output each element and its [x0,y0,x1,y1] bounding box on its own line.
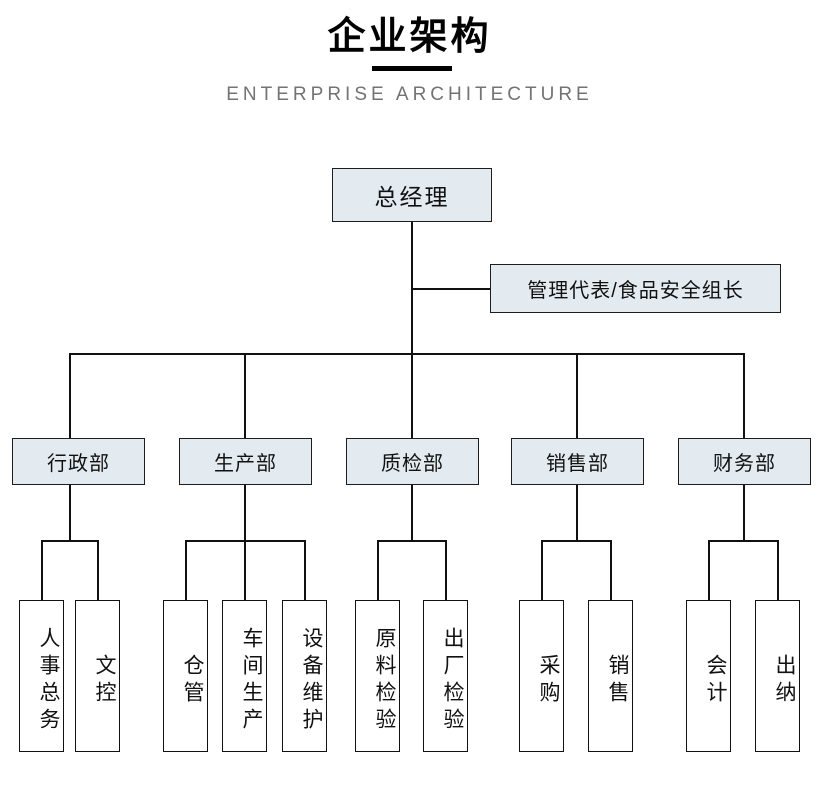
connector-quality-drop-2 [445,540,447,601]
org-node-unit-hr-affairs[interactable]: 人事总务 [19,600,64,752]
org-node-department-production[interactable]: 生产部 [179,438,312,485]
connector-department-bus [70,353,745,355]
title-underline-rule [372,66,452,71]
page-header: 企业架构 ENTERPRISE ARCHITECTURE [0,0,819,130]
connector-production-stem [244,485,246,540]
connector-finance-drop-2 [777,540,779,601]
connector-finance-bus [708,540,778,542]
connector-sales-bus [541,540,611,542]
connector-drop-admin [69,353,71,438]
connector-quality-drop-1 [377,540,379,601]
org-node-unit-purchasing[interactable]: 采购 [519,600,564,752]
connector-quality-stem [411,485,413,540]
org-node-unit-final-inspection[interactable]: 出厂检验 [423,600,468,752]
org-node-department-admin[interactable]: 行政部 [12,438,145,485]
connector-drop-quality [411,353,413,438]
org-node-unit-raw-inspection[interactable]: 原料检验 [355,600,400,752]
connector-admin-bus [41,540,98,542]
org-node-unit-workshop[interactable]: 车间生产 [222,600,267,752]
connector-drop-finance [743,353,745,438]
org-node-department-sales[interactable]: 销售部 [511,438,644,485]
org-node-department-quality[interactable]: 质检部 [346,438,479,485]
org-node-unit-doc-control[interactable]: 文控 [75,600,120,752]
org-node-management-representative[interactable]: 管理代表/食品安全组长 [490,264,781,313]
org-node-general-manager[interactable]: 总经理 [332,168,492,222]
connector-admin-drop-1 [41,540,43,601]
connector-finance-drop-1 [708,540,710,601]
connector-finance-stem [743,485,745,540]
connector-production-drop-1 [185,540,187,601]
org-node-unit-maintenance[interactable]: 设备维护 [282,600,327,752]
org-node-unit-selling[interactable]: 销售 [588,600,633,752]
connector-production-drop-3 [304,540,306,601]
connector-sales-drop-1 [541,540,543,601]
connector-sales-stem [576,485,578,540]
connector-admin-stem [69,485,71,540]
connector-sales-drop-2 [610,540,612,601]
connector-root-to-staff [411,288,491,290]
connector-admin-drop-2 [97,540,99,601]
org-node-unit-cashier[interactable]: 出纳 [755,600,800,752]
org-node-unit-warehouse[interactable]: 仓管 [163,600,208,752]
connector-drop-production [244,353,246,438]
page-title: 企业架构 [327,16,492,58]
page-subtitle: ENTERPRISE ARCHITECTURE [226,84,593,105]
org-node-department-finance[interactable]: 财务部 [678,438,811,485]
connector-drop-sales [576,353,578,438]
connector-root-trunk [411,222,413,353]
connector-quality-bus [377,540,446,542]
connector-production-drop-2 [244,540,246,601]
org-node-unit-accounting[interactable]: 会计 [686,600,731,752]
